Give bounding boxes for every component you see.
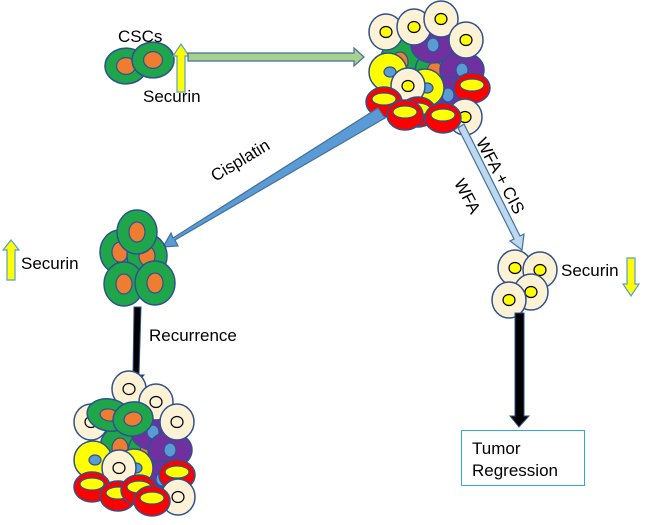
resistant-csc-cluster <box>99 209 176 307</box>
securin-left-label: Securin <box>21 254 79 273</box>
tumor-cluster-top <box>365 0 491 136</box>
recurrence-label: Recurrence <box>149 326 237 345</box>
tumor-regression-line2: Regression <box>472 461 558 480</box>
green-arrow <box>187 46 365 68</box>
securin-up-arrow-left-icon <box>1 239 21 281</box>
securin-right-label: Securin <box>561 261 619 280</box>
securin-up-arrow-top-icon <box>171 42 191 93</box>
tumor-regression-line1: Tumor <box>472 439 521 458</box>
wfa-cis-arrow <box>457 123 525 252</box>
securin-top-label: Securin <box>143 87 201 106</box>
cisplatin-arrow <box>161 107 386 248</box>
securin-down-arrow-right-icon <box>621 257 641 298</box>
recurrent-tumor-cluster <box>73 370 196 517</box>
cscs-label: CSCs <box>118 27 163 46</box>
csc-pair <box>104 41 175 85</box>
tumor-regression-box: Tumor Regression <box>461 430 585 486</box>
sensitized-cell-cluster <box>491 249 558 319</box>
regression-arrow <box>508 312 531 428</box>
